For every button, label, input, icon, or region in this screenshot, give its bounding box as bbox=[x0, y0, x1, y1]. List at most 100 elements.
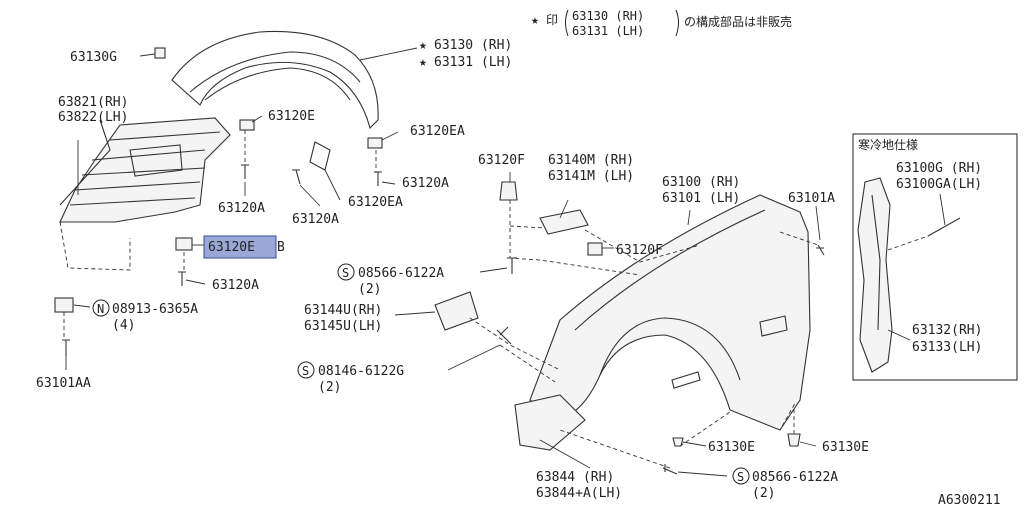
s-symbol-b bbox=[297, 361, 315, 379]
clip-63130e-a bbox=[672, 437, 684, 447]
clip-63130g bbox=[154, 47, 166, 59]
fender-crease bbox=[574, 209, 766, 331]
bracket-63140m bbox=[539, 209, 589, 235]
callout-63132: 63132(RH) bbox=[912, 323, 982, 338]
callout-08913: 08913-6365A bbox=[112, 302, 198, 317]
bracket-63144u bbox=[434, 291, 479, 331]
bolt-08146 bbox=[496, 326, 512, 345]
inset-frame bbox=[852, 133, 1018, 381]
callout-63101a: 63101A bbox=[788, 191, 835, 206]
callout-08566-a: 08566-6122A bbox=[358, 266, 444, 281]
bolt-08566-b bbox=[662, 464, 678, 475]
callout-63120a-right: 63120A bbox=[402, 176, 449, 191]
bolt-63101a bbox=[816, 244, 825, 256]
s-symbol-c bbox=[732, 467, 750, 485]
screw-63120a-4 bbox=[178, 271, 186, 286]
callout-star-lh: ★ bbox=[419, 55, 427, 70]
liner-ribs bbox=[69, 131, 221, 206]
clip-63120eb bbox=[175, 237, 193, 251]
mudguard-rib bbox=[871, 194, 881, 331]
fender-arch bbox=[599, 317, 741, 381]
note-part-rh: 63130 (RH) bbox=[572, 9, 644, 23]
mudguard-pin bbox=[927, 217, 961, 237]
inset-cold-climate: 寒冷地仕様 63100G (RH) 63100GA(LH) 63132(RH) … bbox=[852, 133, 1018, 381]
callout-63100: 63100 (RH) bbox=[662, 175, 740, 190]
callout-63131-lh: 63131 (LH) bbox=[434, 55, 512, 70]
s-symbol-b-letter: S bbox=[302, 364, 309, 378]
note-paren-close bbox=[675, 9, 679, 37]
liner-arch bbox=[171, 30, 379, 130]
non-sale-note: ★ 印 63130 (RH) 63131 (LH) の構成部品は非販売 bbox=[531, 9, 792, 38]
callout-63145u: 63145U(LH) bbox=[304, 319, 382, 334]
s-symbol-c-letter: S bbox=[737, 470, 744, 484]
callout-63120eb[interactable]: 63120E bbox=[208, 240, 255, 255]
callout-63141m: 63141M (LH) bbox=[548, 169, 634, 184]
callout-63101: 63101 (LH) bbox=[662, 191, 740, 206]
callout-63120f-top: 63120F bbox=[478, 153, 525, 168]
callout-63133: 63133(LH) bbox=[912, 340, 982, 355]
liner-arch-inner bbox=[189, 51, 361, 93]
callout-63144u: 63144U(RH) bbox=[304, 303, 382, 318]
screw-63120a-1 bbox=[241, 164, 249, 179]
callout-63120ea-top: 63120EA bbox=[410, 124, 465, 139]
liner-clips bbox=[54, 47, 383, 313]
callout-08146: 08146-6122G bbox=[318, 364, 404, 379]
callout-63140m: 63140M (RH) bbox=[548, 153, 634, 168]
s-symbol-a bbox=[337, 263, 355, 281]
screw-63101aa bbox=[62, 339, 70, 356]
callout-63822: 63822(LH) bbox=[58, 110, 128, 125]
callout-63844: 63844 (RH) bbox=[536, 470, 614, 485]
clip-63120f-a bbox=[499, 181, 518, 201]
callout-63100ga: 63100GA(LH) bbox=[896, 177, 982, 192]
clip-63120e bbox=[239, 119, 255, 131]
callout-63130e-b: 63130E bbox=[822, 440, 869, 455]
screw-63120a-2 bbox=[374, 171, 382, 186]
s-symbol-a-letter: S bbox=[342, 266, 349, 280]
callout-63101aa: 63101AA bbox=[36, 376, 91, 391]
side-marker bbox=[671, 371, 701, 389]
fender-badge-opening bbox=[759, 315, 788, 337]
callout-08566-a-qty: (2) bbox=[358, 282, 381, 297]
note-suffix: の構成部品は非販売 bbox=[684, 14, 792, 29]
highlight-63120eb[interactable] bbox=[203, 235, 277, 259]
callout-63130g: 63130G bbox=[70, 50, 117, 65]
front-fender bbox=[514, 194, 811, 451]
liner-edge bbox=[59, 119, 111, 206]
callout-63120a-mid: 63120A bbox=[292, 212, 339, 227]
callout-63120eb-suffix: B bbox=[277, 240, 285, 255]
clip-08913 bbox=[54, 297, 74, 313]
screws bbox=[62, 164, 825, 475]
note-paren-open bbox=[565, 9, 569, 37]
callout-63120a-left: 63120A bbox=[218, 201, 265, 216]
screw-63120a-3 bbox=[292, 169, 301, 185]
fender-body bbox=[529, 194, 811, 431]
callout-63844a: 63844+A(LH) bbox=[536, 486, 622, 501]
callout-08146-qty: (2) bbox=[318, 380, 341, 395]
callout-08566-b-qty: (2) bbox=[752, 486, 775, 501]
clip-63120ea-top bbox=[367, 137, 383, 149]
leader-lines bbox=[65, 47, 821, 477]
bolt-08566-a bbox=[507, 257, 517, 274]
liner-panel bbox=[129, 144, 183, 177]
inset-title: 寒冷地仕様 bbox=[858, 137, 918, 152]
callout-08566-b: 08566-6122A bbox=[752, 470, 838, 485]
diagram-id: A6300211 bbox=[938, 493, 1001, 508]
n-symbol bbox=[92, 299, 110, 317]
callout-63821: 63821(RH) bbox=[58, 95, 128, 110]
callout-63120ea-mid: 63120EA bbox=[348, 195, 403, 210]
fender-lower-protector bbox=[514, 394, 586, 451]
fender-liner bbox=[59, 30, 379, 223]
note-star: ★ bbox=[531, 13, 539, 28]
dashed-lines bbox=[59, 130, 819, 469]
callout-63100g: 63100G (RH) bbox=[896, 161, 982, 176]
liner-lower bbox=[59, 117, 231, 223]
mudguard-63132 bbox=[857, 177, 893, 373]
clip-63130e-b bbox=[787, 433, 801, 447]
liner-arch-rib bbox=[204, 67, 351, 101]
clip-63120f-b bbox=[587, 242, 603, 256]
n-symbol-letter: N bbox=[97, 302, 104, 316]
bracket-63120ea-mid bbox=[309, 141, 331, 171]
callout-63120f-right: 63120F bbox=[616, 243, 663, 258]
callout-08913-qty: (4) bbox=[112, 318, 135, 333]
